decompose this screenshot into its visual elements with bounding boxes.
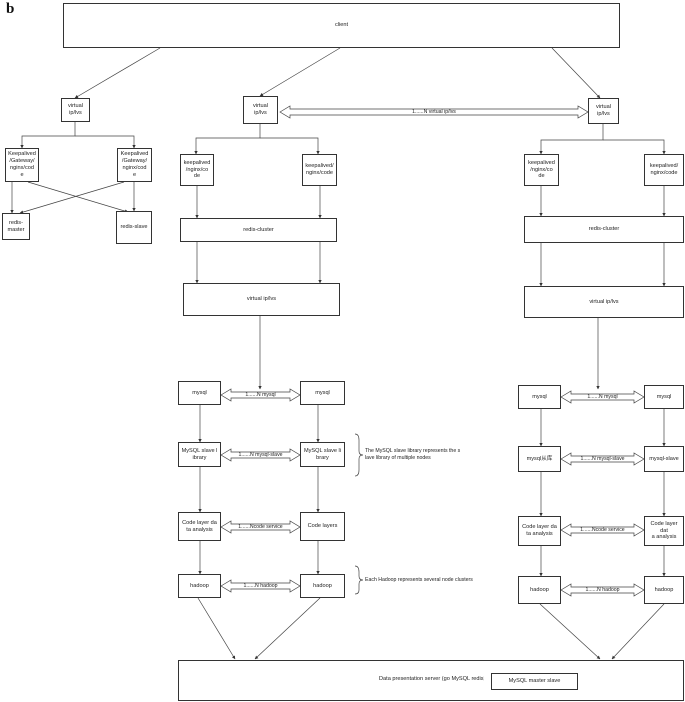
mid-hadoop-a-box: hadoop <box>178 574 221 598</box>
right-hadoop-link-label: 1......N hadoop <box>585 586 620 593</box>
slave-library-note: The MySQL slave library represents the s… <box>365 448 461 461</box>
hadoop-cluster-note: Each Hadoop represents several node clus… <box>365 577 473 583</box>
vip-link-label: 1......N virtual ip/lvs <box>412 108 456 115</box>
right-mysql-slave-b-box: mysql-slave <box>644 446 684 472</box>
left-redis-master-box: redis- master <box>2 213 30 240</box>
mid-nginx-b-box: keepalived/ nginx/code <box>302 154 337 186</box>
mysql-master-slave-box: MySQL master slave <box>491 673 578 690</box>
right-mysql-slave-a-box: mysql从库 <box>518 446 561 472</box>
mid-mysql-link-label: 1......N mysql <box>245 391 276 398</box>
presentation-server-box: Data presentation server (go MySQL redis… <box>178 660 684 701</box>
mid-hadoop-b-box: hadoop <box>300 574 345 598</box>
left-redis-slave-box: redis-slave <box>116 211 152 244</box>
mid-mysql-slave-b-box: MySQL slave li brary <box>300 442 345 467</box>
left-gateway-a-box: Keepalived /Gateway/ nginx/cod e <box>5 148 39 182</box>
right-nginx-a-box: keepalived /nginx/co de <box>524 154 559 186</box>
right-nginx-b-box: keepalived/ nginx/code <box>644 154 684 186</box>
panel-label: b <box>6 1 15 17</box>
right-code-link-label: 1......Ncode service <box>580 526 625 533</box>
mid-code-analysis-box: Code layer da ta analysis <box>178 512 221 541</box>
mid-slave-link-label: 1......N mysql-slave <box>238 451 283 458</box>
left-gateway-b-box: Keepalived /Gateway/ nginx/cod e <box>117 148 152 182</box>
right-virtual-ip-box-2: virtual ip/lvs <box>524 286 684 318</box>
mid-nginx-a-box: keepalived /nginx/co de <box>180 154 214 186</box>
mid-code-link-label: 1......Ncode service <box>238 523 283 530</box>
mid-virtual-ip-box: virtual ip/lvs <box>243 96 278 124</box>
mid-mysql-b-box: mysql <box>300 381 345 405</box>
right-hadoop-b-box: hadoop <box>644 576 684 604</box>
right-virtual-ip-box: virtual ip/lvs <box>588 98 619 124</box>
right-mysql-link-label: 1......N mysql <box>587 393 618 400</box>
right-code-analysis-b-box: Code layer dat a analysis <box>644 516 684 546</box>
right-slave-link-label: 1......N mysql-slave <box>580 455 625 462</box>
mid-virtual-ip-box-2: virtual ip/lvs <box>183 283 340 316</box>
mid-redis-cluster-box: redis-cluster <box>180 218 337 242</box>
right-redis-cluster-box: redis-cluster <box>524 216 684 243</box>
client-box: client <box>63 3 620 48</box>
presentation-server-label: Data presentation server (go MySQL redis… <box>379 676 484 682</box>
right-code-analysis-a-box: Code layer da ta analysis <box>518 516 561 546</box>
right-mysql-a-box: mysql <box>518 385 561 409</box>
right-mysql-b-box: mysql <box>644 385 684 409</box>
mid-hadoop-link-label: 1......N hadoop <box>243 582 278 589</box>
mid-code-layers-box: Code layers <box>300 512 345 541</box>
mid-mysql-slave-a-box: MySQL slave l ibrary <box>178 442 221 467</box>
right-hadoop-a-box: hadoop <box>518 576 561 604</box>
mid-mysql-a-box: mysql <box>178 381 221 405</box>
left-virtual-ip-box: virtual ip/lvs <box>61 98 90 122</box>
